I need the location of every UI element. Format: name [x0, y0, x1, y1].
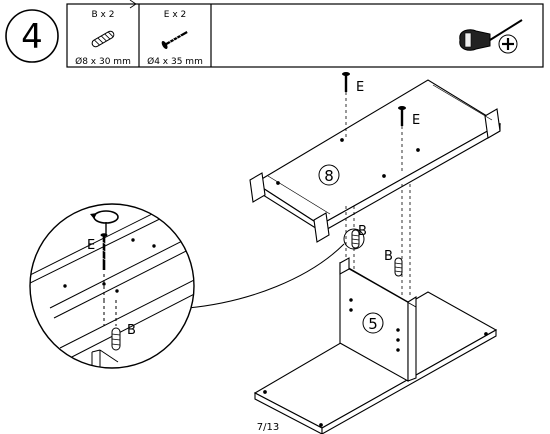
label-screw-top-1: E — [356, 80, 364, 95]
label-dowel-right-1: B — [358, 224, 367, 239]
part-screw-size: Ø4 x 35 mm — [147, 56, 203, 67]
label-dowel-right-2: B — [384, 249, 393, 264]
panel-8-callout: 8 — [318, 164, 340, 186]
label-detail-dowel: B — [127, 323, 136, 338]
label-screw-top-2: E — [412, 113, 420, 128]
parts-box — [66, 3, 544, 68]
dowel-right-1 — [351, 229, 360, 249]
arrow-icon — [129, 0, 137, 9]
panel-5-callout: 5 — [362, 312, 384, 334]
bottom-panel — [253, 257, 498, 434]
step-number: 4 — [21, 17, 43, 57]
part-screw-qty: E x 2 — [164, 10, 186, 20]
dowel-icon — [91, 30, 115, 48]
part-screw: E x 2 Ø4 x 35 mm — [147, 10, 203, 67]
part-dowel-qty: B x 2 — [92, 10, 115, 20]
part-dowel: B x 2 Ø8 x 30 mm — [75, 10, 131, 67]
top-panel — [249, 79, 502, 243]
label-detail-screw: E — [87, 238, 95, 253]
screw-top-1 — [342, 72, 350, 140]
detail-source-circle — [343, 228, 365, 250]
screw-top-2 — [398, 106, 406, 172]
phillips-screwdriver-icon — [459, 19, 523, 54]
panel-8-number: 8 — [324, 167, 334, 185]
panel-5-number: 5 — [368, 315, 378, 333]
part-dowel-size: Ø8 x 30 mm — [75, 56, 131, 67]
rotate-arrow-icon — [90, 210, 119, 234]
detail-view: E B — [29, 203, 345, 369]
screw-icon — [161, 31, 188, 50]
step-badge: 4 — [5, 9, 59, 63]
detail-dowel — [111, 327, 121, 351]
dowel-right-2 — [394, 257, 403, 277]
page-number: 7/13 — [257, 422, 279, 433]
detail-screw — [100, 233, 108, 270]
